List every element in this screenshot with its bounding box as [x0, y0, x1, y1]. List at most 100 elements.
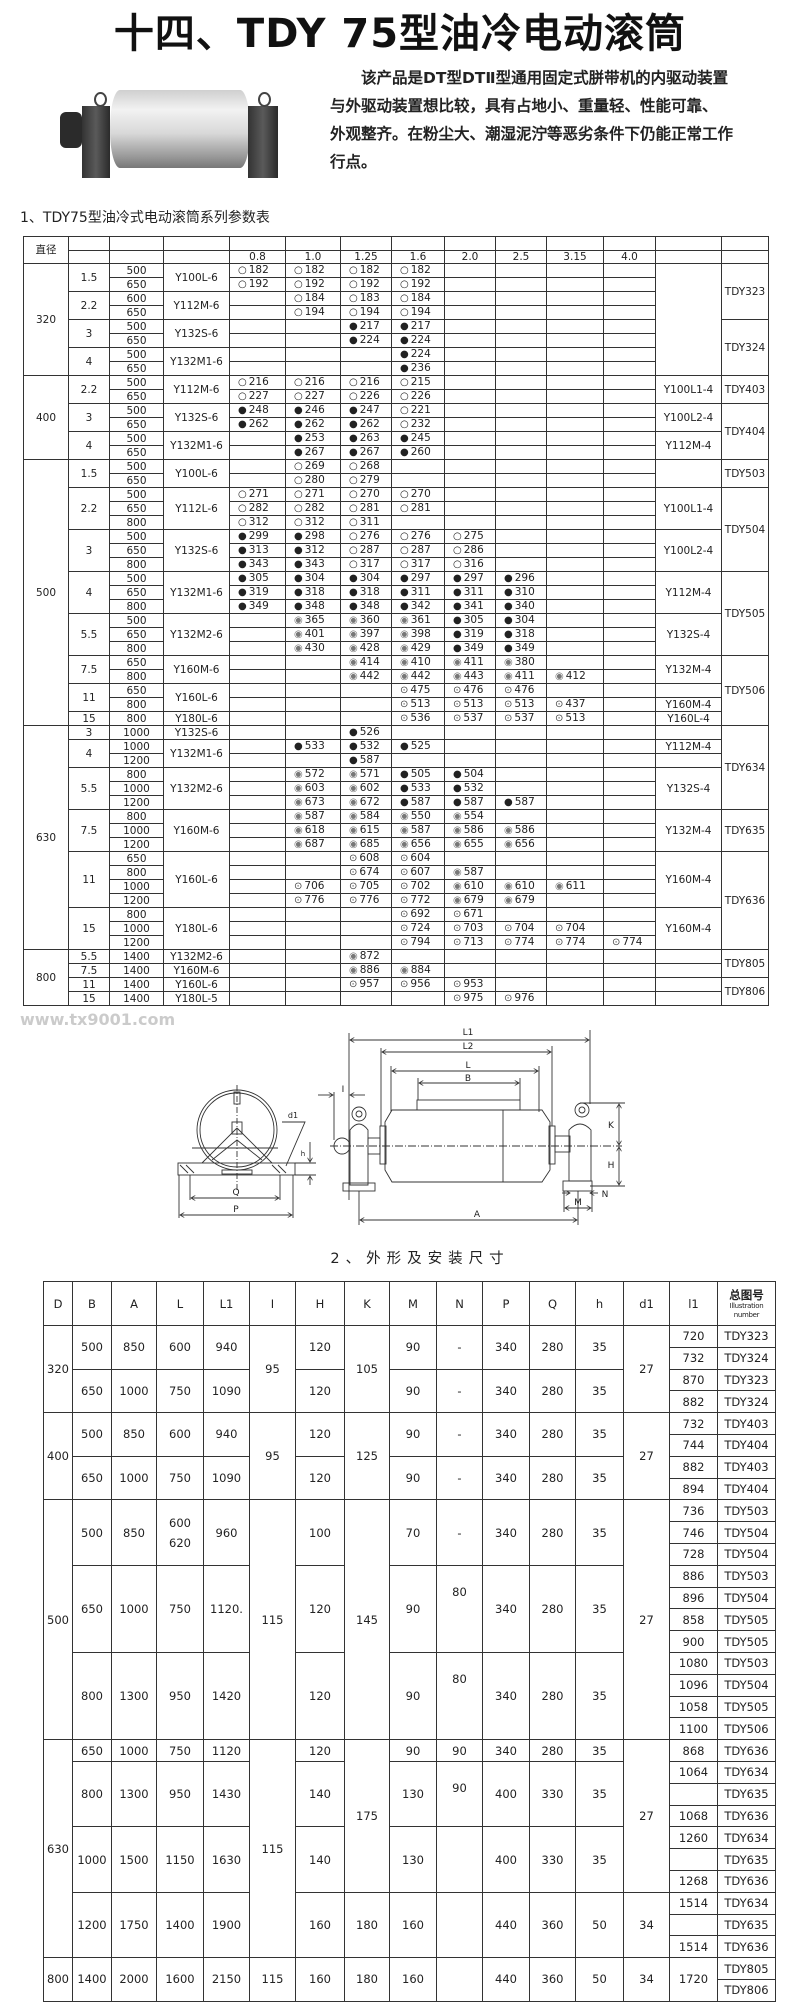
dimension-cell: 280: [529, 1325, 576, 1370]
speed-value-cell: [603, 445, 656, 460]
speed-value-cell: ⊙476: [495, 683, 547, 698]
dimension-cell: 160: [389, 1891, 437, 1959]
dimension-cell: 1430: [203, 1760, 250, 1828]
dimension-cell: 280: [529, 1651, 576, 1741]
belt-width-cell: 1400: [109, 977, 164, 992]
speed-value: ●305: [453, 614, 484, 627]
speed-value-cell: [603, 977, 656, 992]
dimension-cell: 120: [295, 1455, 345, 1501]
belt-width-cell: 1000: [109, 781, 164, 796]
speed-value-cell: ⊙975: [444, 991, 496, 1006]
dimension-cell: 850: [111, 1325, 157, 1370]
speed-value-cell: [603, 725, 656, 740]
speed-value: ◉401: [294, 628, 325, 641]
speed-value: ○216: [294, 376, 325, 389]
speed-value-cell: [229, 767, 286, 782]
motor4-cell: [655, 263, 722, 376]
speed-value-cell: [229, 795, 286, 810]
speed-value-cell: [603, 837, 656, 852]
dimension-cell: 160: [295, 1957, 345, 2002]
speed-value-cell: [546, 543, 604, 558]
speed-value: ⊙975: [453, 992, 484, 1005]
dimension-cell: 330: [529, 1826, 576, 1893]
speed-value-cell: [495, 907, 547, 922]
speed-value-cell: [229, 319, 286, 334]
dimension-cell: TDY504: [717, 1542, 776, 1566]
header-cell: [655, 249, 722, 264]
speed-value-cell: [546, 291, 604, 306]
dimension-cell: 600: [156, 1412, 204, 1457]
speed-value: ○182: [349, 264, 380, 277]
power-cell: 3: [68, 529, 110, 572]
belt-width-cell: 600: [109, 291, 164, 306]
motor-cell: Y132M1-6: [163, 571, 230, 614]
speed-value-cell: ⊙513: [546, 711, 604, 726]
speed-value: ◉550: [400, 810, 431, 823]
speed-value: ●340: [504, 600, 535, 613]
speed-value-cell: [340, 361, 392, 376]
header-cell: [285, 236, 341, 251]
motor4-cell: Y160L-4: [655, 711, 722, 726]
speed-value-cell: [495, 865, 547, 880]
speed-value-cell: [546, 473, 604, 488]
dimension-cell: 858: [669, 1608, 718, 1632]
speed-value-cell: ○182: [391, 263, 445, 278]
table-row: 650○280○279: [24, 473, 769, 488]
motor4-cell: [655, 949, 722, 964]
dimension-cell: 1630: [203, 1826, 250, 1893]
table-row: TDY806: [44, 1978, 776, 2002]
speed-value: ○192: [400, 278, 431, 291]
speed-value-cell: ◉411: [444, 655, 496, 670]
speed-value-cell: [603, 613, 656, 628]
dimension-cell: 650: [72, 1564, 112, 1653]
power-cell: 2.2: [68, 291, 110, 320]
speed-value-cell: [546, 375, 604, 390]
motor4-cell: Y112M-4: [655, 431, 722, 460]
dimension-cell: -: [436, 1412, 483, 1457]
dimension-cell: 500: [72, 1325, 112, 1370]
speed-value-cell: [285, 963, 341, 978]
speed-value-cell: ●246: [285, 403, 341, 418]
speed-value-cell: [444, 851, 496, 866]
speed-value-cell: ○316: [444, 557, 496, 572]
header-cell: [163, 249, 230, 264]
speed-value: ●343: [238, 558, 269, 571]
dimension-cell: TDY403: [717, 1455, 776, 1479]
speed-value-cell: [603, 879, 656, 894]
speed-value: ⊙513: [453, 698, 484, 711]
dimension-cell: 882: [669, 1455, 718, 1479]
label-H: H: [608, 1161, 615, 1171]
dimension-cell: 1120.: [203, 1564, 250, 1653]
speed-value-cell: [229, 711, 286, 726]
power-cell: 7.5: [68, 963, 110, 978]
speed-value-cell: [495, 417, 547, 432]
speed-value-cell: [495, 977, 547, 992]
speed-value-cell: ●532: [444, 781, 496, 796]
dimension-cell: 340: [482, 1412, 530, 1457]
dimension-cell: 330: [529, 1760, 576, 1828]
speed-value: ⊙475: [400, 684, 431, 697]
speed-value-cell: [285, 865, 341, 880]
speed-value: ●587: [349, 754, 380, 767]
speed-value-cell: ◉414: [340, 655, 392, 670]
speed-value-cell: ●304: [285, 571, 341, 586]
label-K: K: [608, 1121, 615, 1131]
dimension-cell: 90: [389, 1325, 437, 1370]
speed-value-cell: [603, 361, 656, 376]
speed-value-cell: ○317: [391, 557, 445, 572]
speed-value: ●532: [453, 782, 484, 795]
diameter-cell: 320: [23, 263, 69, 376]
motor4-cell: [655, 725, 722, 740]
header-l: L: [156, 1281, 204, 1326]
belt-width-cell: 800: [109, 599, 164, 614]
speed-value-cell: [546, 641, 604, 656]
speed-value-cell: [391, 725, 445, 740]
speed-value-cell: [546, 795, 604, 810]
speed-value: ⊙956: [400, 978, 431, 991]
speed-value: ●319: [238, 586, 269, 599]
speed-value-cell: ⊙794: [391, 935, 445, 950]
